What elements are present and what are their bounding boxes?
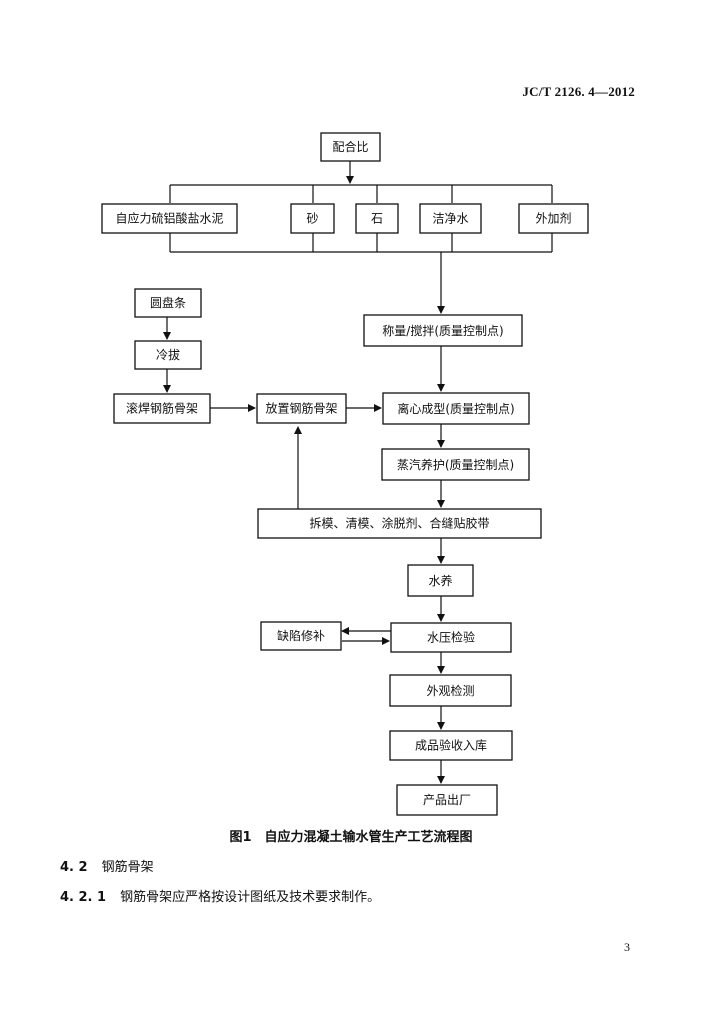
node-steam-cure-label: 蒸汽养护(质量控制点)	[397, 457, 514, 472]
node-visual-check: 外观检测	[389, 674, 512, 707]
node-centrifugal: 离心成型(质量控制点)	[382, 392, 530, 425]
node-sand: 砂	[290, 203, 335, 234]
node-admixture: 外加剂	[518, 203, 589, 234]
node-mix-ratio: 配合比	[320, 132, 381, 162]
node-weigh-mix: 称量/搅拌(质量控制点)	[363, 314, 523, 347]
node-cold-draw-label: 冷拔	[156, 347, 180, 362]
node-sand-label: 砂	[306, 212, 318, 226]
node-ship-label: 产品出厂	[423, 793, 471, 807]
flow-connectors	[163, 160, 553, 784]
node-weigh-mix-label: 称量/搅拌(质量控制点)	[382, 323, 503, 338]
node-visual-check-label: 外观检测	[426, 683, 474, 698]
process-flowchart: 配合比 自应力硫铝酸盐水泥 砂 石 洁净水 外加剂 圆盘条 冷拔 滚焊钢筋骨架 …	[101, 132, 589, 816]
node-water-cure: 水养	[407, 564, 474, 597]
node-clean-water-label: 洁净水	[432, 212, 468, 226]
page-number: 3	[624, 940, 630, 954]
node-roll-weld-label: 滚焊钢筋骨架	[126, 401, 198, 416]
node-demold-label: 拆模、清模、涂脱剂、合缝贴胶带	[309, 516, 489, 531]
node-admixture-label: 外加剂	[535, 211, 571, 226]
node-mix-ratio-label: 配合比	[332, 139, 368, 154]
node-water-cure-label: 水养	[428, 573, 452, 588]
section-heading: 4. 2 钢筋骨架	[60, 856, 154, 875]
node-place-cage: 放置钢筋骨架	[256, 393, 347, 424]
node-product-store-label: 成品验收入库	[415, 738, 487, 753]
node-defect-repair-label: 缺陷修补	[277, 628, 325, 643]
section-title: 钢筋骨架	[101, 860, 154, 875]
node-clean-water: 洁净水	[419, 203, 482, 234]
figure-caption: 图1 自应力混凝土输水管生产工艺流程图	[229, 830, 473, 845]
node-steam-cure: 蒸汽养护(质量控制点)	[381, 448, 530, 481]
node-roll-weld: 滚焊钢筋骨架	[113, 393, 211, 424]
document-code: JC/T 2126. 4—2012	[522, 84, 635, 99]
node-cement: 自应力硫铝酸盐水泥	[101, 203, 238, 234]
paragraph: 4. 2. 1 钢筋骨架应严格按设计图纸及技术要求制作。	[60, 886, 380, 905]
node-stone-label: 石	[371, 212, 383, 226]
node-wire-coil: 圆盘条	[134, 288, 202, 318]
section-number: 4. 2	[60, 860, 88, 875]
node-product-store: 成品验收入库	[389, 730, 513, 761]
node-cold-draw: 冷拔	[134, 340, 202, 370]
node-pressure-test-label: 水压检验	[427, 630, 475, 645]
node-defect-repair: 缺陷修补	[260, 621, 342, 651]
node-cement-label: 自应力硫铝酸盐水泥	[115, 211, 223, 226]
node-stone: 石	[355, 203, 399, 234]
node-pressure-test: 水压检验	[390, 622, 512, 653]
node-ship: 产品出厂	[396, 784, 498, 816]
paragraph-number: 4. 2. 1	[60, 890, 107, 905]
node-centrifugal-label: 离心成型(质量控制点)	[397, 401, 514, 416]
paragraph-text: 钢筋骨架应严格按设计图纸及技术要求制作。	[120, 890, 381, 905]
node-wire-coil-label: 圆盘条	[150, 295, 186, 310]
node-place-cage-label: 放置钢筋骨架	[265, 401, 337, 416]
node-demold: 拆模、清模、涂脱剂、合缝贴胶带	[257, 508, 542, 539]
